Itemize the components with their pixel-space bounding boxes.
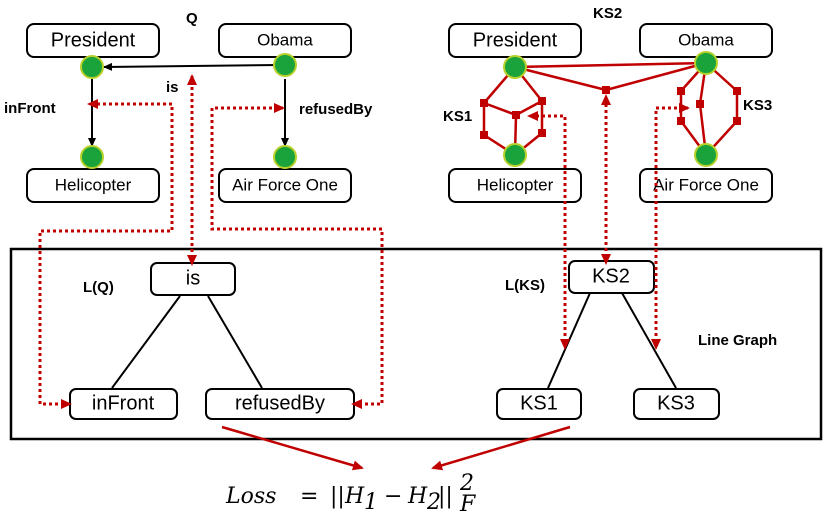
svg-text:President: President [473,29,558,51]
q-edge-label-is: is [166,79,179,96]
q-dot-air-force-one [273,145,297,169]
svg-text:Air Force One: Air Force One [232,175,338,194]
q-edge-label-refusedby: refusedBy [299,101,373,118]
ks1-subgraph [480,66,546,157]
map-arrow-ks3 [651,103,690,350]
ks-node-obama: Obama [639,23,773,58]
svg-text:is: is [186,267,200,289]
svg-text:President: President [51,29,136,51]
ks3-label: KS3 [743,97,772,114]
q-edge-is [103,62,279,71]
map-arrow-infront [38,99,174,409]
ks2-label: KS2 [593,5,622,22]
map-arrow-ks1 [527,111,570,350]
svg-text:Loss = || H: Loss = || H [225,484,365,509]
q-node-obama: Obama [218,23,352,58]
lks-edge-right [621,292,677,389]
lks-label: L(KS) [505,277,545,294]
svg-text:F: F [459,492,476,516]
svg-text:Obama: Obama [257,30,313,49]
svg-text:refusedBy: refusedBy [235,392,325,414]
svg-text:KS3: KS3 [657,392,695,414]
loss-arrow-left [221,425,364,471]
lq-node-is: is [150,262,236,296]
lks-node-ks1: KS1 [496,388,582,420]
ks-dot-president [503,55,527,79]
svg-text:2: 2 [459,471,474,496]
ks2-subgraph [514,61,707,94]
q-dot-helicopter [80,145,104,169]
svg-text:−: − [384,484,402,509]
svg-text:2: 2 [426,490,441,515]
lks-edge-left [547,292,591,389]
svg-text:inFront: inFront [92,392,155,414]
svg-text:Helicopter: Helicopter [55,175,132,194]
ks-dot-obama [694,51,718,75]
lq-edge-right [207,295,263,389]
svg-text:||: || [438,484,453,509]
q-node-president: President [26,23,160,58]
query-graph-label: Q [186,10,198,27]
svg-text:KS2: KS2 [592,265,630,287]
svg-text:Helicopter: Helicopter [477,175,554,194]
lq-edge-left [111,295,181,389]
lks-node-ks3: KS3 [633,388,720,420]
svg-text:Obama: Obama [678,30,734,49]
q-dot-president [80,55,104,79]
line-graph-label: Line Graph [698,332,777,349]
svg-text:1: 1 [364,490,378,515]
lq-node-infront: inFront [69,388,178,420]
ks-dot-helicopter [503,143,527,167]
ks-node-helicopter: Helicopter [448,168,582,203]
loss-formula: Loss = || H 1 − H 2 || 2 F [225,471,476,516]
ks-dot-air-force-one [694,143,718,167]
q-edge-label-infront: inFront [4,100,56,117]
lks-node-ks2: KS2 [568,260,655,294]
ks-node-president: President [448,23,582,58]
svg-text:H: H [407,484,428,509]
ks1-label: KS1 [443,108,472,125]
map-arrow-refusedby [210,103,384,409]
loss-arrow-right [431,425,571,471]
lq-label: L(Q) [83,279,114,296]
ks-node-air-force-one: Air Force One [639,168,773,203]
q-dot-obama [273,53,297,77]
svg-text:KS1: KS1 [520,392,558,414]
lq-node-refusedby: refusedBy [205,388,355,420]
q-node-air-force-one: Air Force One [218,168,352,203]
line-graph-panel [9,247,823,441]
q-node-helicopter: Helicopter [26,168,160,203]
svg-text:Air Force One: Air Force One [653,175,759,194]
